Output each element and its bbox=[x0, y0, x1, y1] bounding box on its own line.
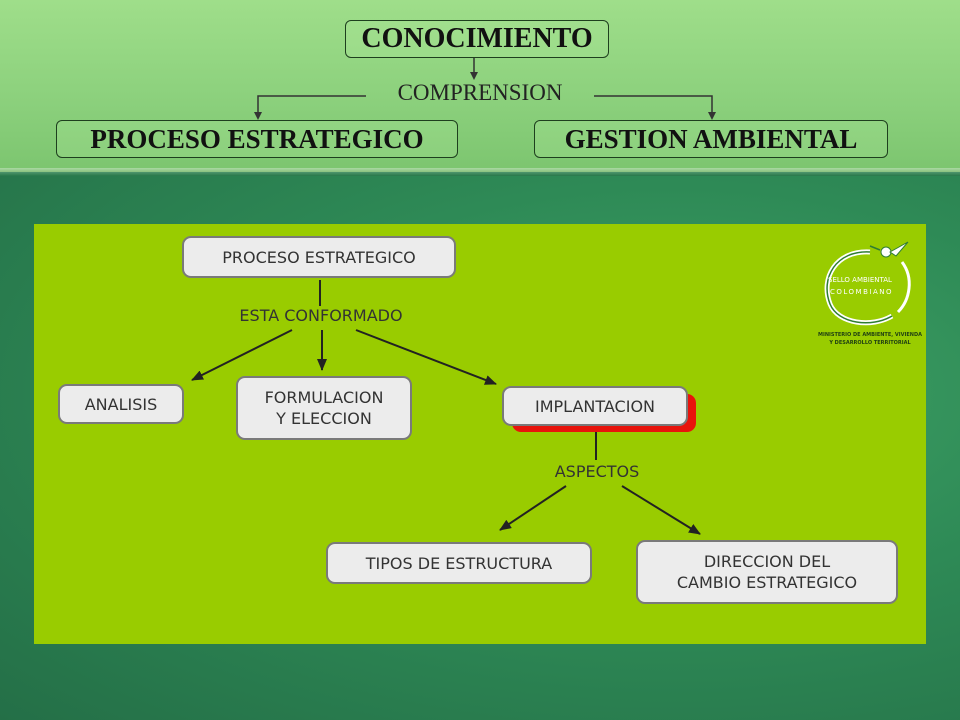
logo-hummingbird-wing bbox=[889, 241, 909, 257]
root-stem-arrowhead bbox=[470, 72, 478, 80]
header-connectors bbox=[254, 58, 716, 120]
concept-map-panel: PROCESO ESTRATEGICO ESTA CONFORMADO ANAL… bbox=[34, 224, 926, 644]
left-branch-line bbox=[257, 95, 366, 112]
logo-text-line2: COLOMBIANO bbox=[830, 288, 893, 296]
header-right-box: GESTION AMBIENTAL bbox=[534, 120, 888, 158]
concept-map-connectors bbox=[191, 280, 701, 535]
link-esta-conformado: ESTA CONFORMADO bbox=[239, 306, 403, 325]
header-band-edge bbox=[0, 168, 960, 176]
header-band bbox=[0, 0, 960, 172]
arrow-to-implantacion bbox=[355, 329, 497, 385]
arrow-to-tipos bbox=[499, 485, 567, 531]
left-branch-arrowhead bbox=[254, 112, 262, 120]
logo-arc bbox=[896, 261, 911, 314]
logo-ministry-line1: MINISTERIO DE AMBIENTE, VIVIENDA bbox=[818, 332, 922, 338]
node-analisis: ANALISIS bbox=[58, 384, 184, 424]
node-proceso-estrategico: PROCESO ESTRATEGICO bbox=[182, 236, 456, 278]
logo-ministry-line2: Y DESARROLLO TERRITORIAL bbox=[828, 340, 911, 346]
node-implantacion: IMPLANTACION bbox=[502, 386, 688, 426]
link-aspectos: ASPECTOS bbox=[554, 462, 640, 481]
right-branch-arrowhead bbox=[708, 112, 716, 120]
header-left-box: PROCESO ESTRATEGICO bbox=[56, 120, 458, 158]
arrow-to-direccion bbox=[621, 485, 701, 535]
logo-hummingbird-beak bbox=[869, 245, 881, 251]
sello-ambiental-logo: SELLO AMBIENTAL COLOMBIANO MINISTERIO DE… bbox=[818, 241, 922, 346]
logo-swoosh-outline bbox=[826, 251, 893, 324]
node-direccion-cambio: DIRECCION DEL CAMBIO ESTRATEGICO bbox=[636, 540, 898, 604]
arrow-to-analisis bbox=[191, 329, 293, 381]
logo-text-line1: SELLO AMBIENTAL bbox=[828, 276, 892, 284]
node-tipos-de-estructura: TIPOS DE ESTRUCTURA bbox=[326, 542, 592, 584]
right-branch-line bbox=[594, 95, 713, 112]
node-formulacion-eleccion: FORMULACION Y ELECCION bbox=[236, 376, 412, 440]
header-link-label: COMPRENSION bbox=[397, 80, 563, 105]
header-root-box: CONOCIMIENTO bbox=[345, 20, 609, 58]
